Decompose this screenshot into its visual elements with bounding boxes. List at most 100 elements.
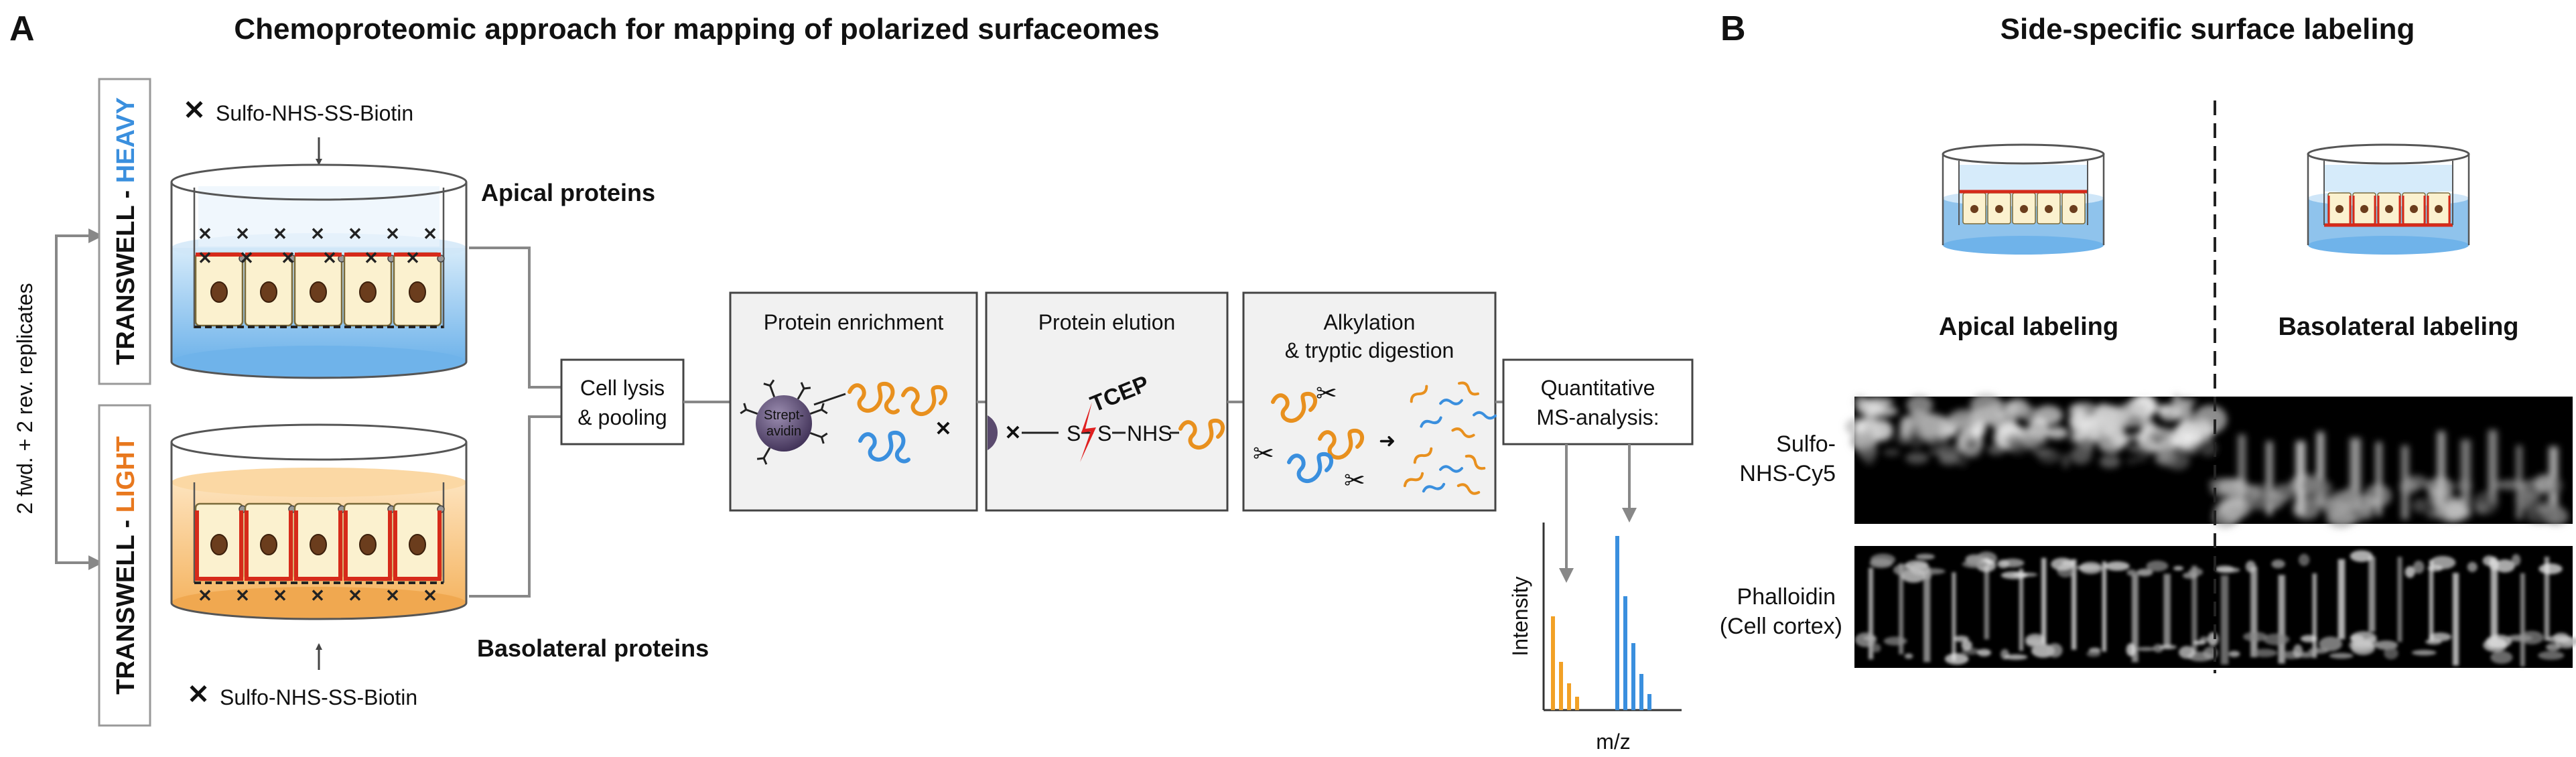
mini-nucleus [2410, 205, 2418, 213]
actin-cortex-signal [1944, 653, 1969, 665]
actin-cortex-signal [1977, 648, 1991, 657]
panel-b-title: Side-specific surface labeling [2001, 13, 2415, 46]
actin-cortex-signal [2427, 565, 2443, 571]
peptide [1410, 385, 1428, 403]
cy5-signal-dim [2008, 439, 2027, 456]
streptavidin-line2: avidin [766, 424, 801, 439]
mini-nucleus [2070, 205, 2078, 213]
actin-lateral-streak [1952, 572, 1956, 661]
actin-cortex-signal [2173, 566, 2184, 571]
actin-lateral-streak [2131, 574, 2139, 663]
streptavidin-bead-edge [988, 415, 998, 450]
cy5-signal-dim [2199, 439, 2218, 457]
cell-nucleus [310, 281, 327, 303]
actin-lateral-streak [1923, 573, 1931, 663]
panel-a-letter: A [9, 9, 35, 48]
actin-cortex-signal [2538, 563, 2563, 575]
actin-cortex-signal [2004, 654, 2028, 660]
biotin-mark: ✕ [273, 224, 287, 244]
actin-cortex-signal [2520, 630, 2544, 644]
cy5-signal [2045, 427, 2069, 439]
actin-cortex-signal [2188, 567, 2204, 577]
cy5-lateral-streak [2437, 431, 2445, 505]
actin-cortex-signal [2384, 647, 2398, 660]
apical-labeling-label: Apical labeling [1939, 313, 2118, 341]
biotin-mark: ✕ [198, 224, 212, 244]
actin-cortex-signal [2252, 648, 2277, 657]
light-cell-layer [194, 502, 445, 581]
mini-nucleus [1995, 205, 2003, 213]
binding-arm-tip [756, 457, 768, 465]
actin-lateral-streak [2337, 559, 2346, 640]
peptide [1413, 447, 1433, 464]
blue-protein-icon [858, 430, 910, 464]
light-medium-bottom [172, 587, 466, 619]
peptide [1456, 483, 1481, 495]
cy5-signal-dim [1987, 444, 2005, 456]
basolateral-membrane-segment [294, 510, 342, 581]
cy5-signal [2175, 397, 2197, 407]
actin-cortex-signal [2159, 644, 2177, 650]
mini-nucleus [2020, 205, 2028, 213]
row1-label-line1: Sulfo- [1776, 431, 1836, 457]
actin-cortex-signal [1904, 653, 1913, 659]
biotin-mark: ✕ [322, 248, 337, 268]
actin-lateral-streak [1984, 556, 1989, 640]
basolateral-labeling-label: Basolateral labeling [2278, 313, 2518, 341]
peptide [1439, 465, 1463, 473]
lightning-cleavage-icon [1080, 402, 1096, 462]
cy5-signal-dim [2025, 437, 2048, 447]
cy5-lateral-streak [2376, 441, 2382, 516]
basolateral-proteins-label: Basolateral proteins [477, 634, 709, 662]
actin-cortex-signal [2179, 646, 2195, 659]
actin-cortex-signal [2136, 569, 2153, 577]
biotin-mark: ✕ [235, 224, 250, 244]
biotin-binding-sites [740, 379, 828, 465]
replicates-bracket [55, 234, 103, 570]
actin-cortex-signal [2429, 632, 2451, 642]
basolateral-membrane-segment [245, 510, 293, 581]
spectrum-peaks [1551, 536, 1651, 710]
actin-lateral-streak [2071, 559, 2077, 650]
biotin-mark: ✕ [198, 248, 212, 268]
cell-nucleus [310, 534, 327, 555]
panel-b-letter: B [1720, 9, 1746, 48]
cy5-basal-signal [2245, 491, 2275, 510]
actin-cortex-signal [2126, 569, 2137, 576]
cell-nucleus [359, 534, 377, 555]
peptide [1403, 472, 1424, 488]
peptide [1439, 399, 1463, 405]
actin-cortex-signal [2193, 640, 2206, 645]
cell-nucleus [359, 281, 377, 303]
cy5-signal-dim [2135, 454, 2148, 462]
biotin-cross-icon-elution: ✕ [1004, 422, 1021, 444]
cell-nucleus [409, 534, 426, 555]
cell-nucleus [210, 534, 228, 555]
replicates-label: 2 fwd. + 2 rev. replicates [13, 283, 37, 514]
actin-cortex-signal [2511, 554, 2521, 566]
cy5-signal [1906, 395, 1934, 415]
binding-arm-tip [800, 382, 811, 390]
cy5-signal-dim [2061, 453, 2070, 469]
actin-lateral-streak [2102, 561, 2106, 652]
orange-protein-icon-elution [1178, 418, 1225, 450]
cy5-lateral-streak [2461, 439, 2471, 514]
cy5-lateral-streak [2488, 430, 2498, 504]
chem-s2: S [1097, 421, 1111, 445]
actin-lateral-streak [2490, 559, 2498, 644]
actin-lateral-streak [1899, 563, 1904, 655]
step-2-line1: Protein enrichment [764, 310, 944, 334]
actin-cortex-signal [2104, 561, 2130, 571]
cy5-signal [2157, 404, 2171, 415]
binding-arm-tip [763, 379, 775, 387]
scissors-icon-3: ✂ [1344, 467, 1365, 495]
actin-lateral-streak [2312, 573, 2317, 659]
cell-nucleus [210, 281, 228, 303]
actin-lateral-streak [2191, 565, 2197, 654]
actin-lateral-streak [2220, 575, 2229, 665]
actin-cortex-signal [2001, 571, 2028, 579]
cy5-signal-dim [1862, 450, 1876, 466]
actin-cortex-signal [1962, 560, 1988, 569]
cy5-basal-signal [2364, 484, 2392, 508]
biotin-linker [813, 393, 846, 406]
